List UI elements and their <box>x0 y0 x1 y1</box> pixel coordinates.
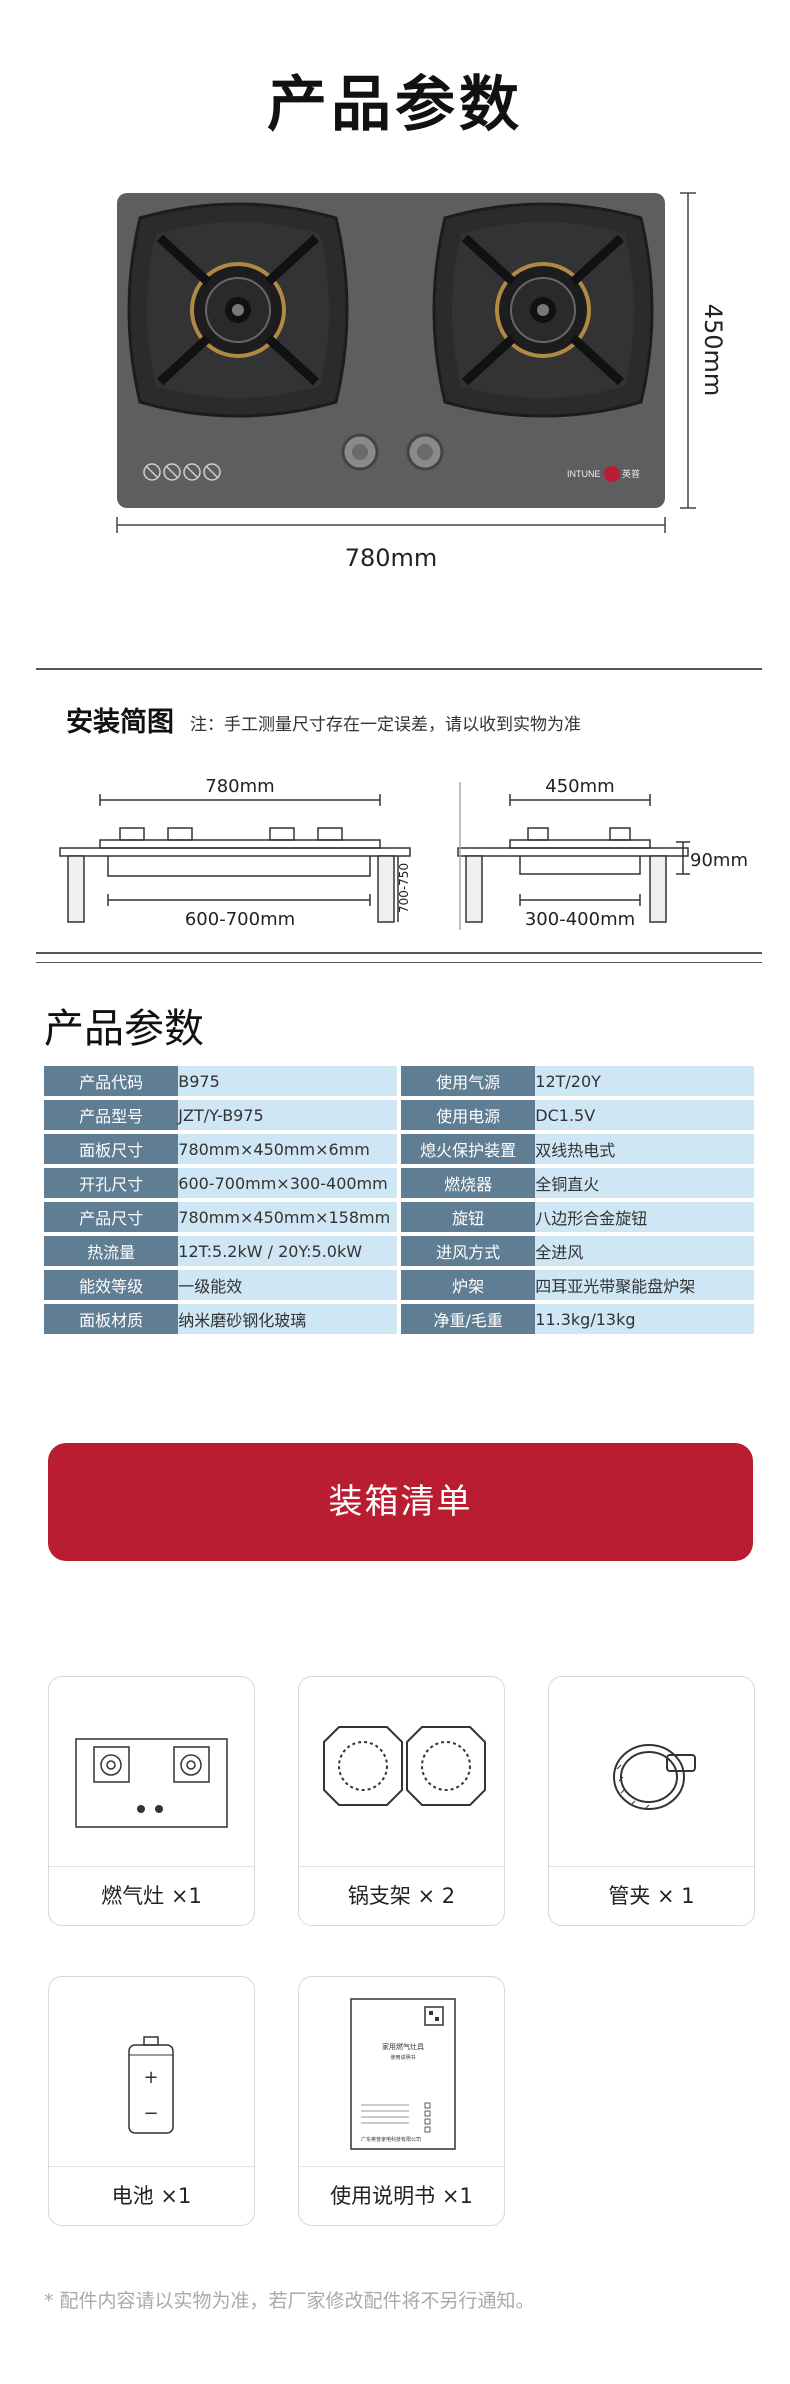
width-label: 780mm <box>345 544 438 572</box>
spec-label: 产品尺寸 <box>44 1202 179 1232</box>
spec-value: 12T/20Y <box>535 1066 754 1096</box>
stove-icon <box>75 1738 228 1828</box>
left-knob-icon <box>341 433 379 471</box>
spec-value: 780mm×450mm×158mm <box>178 1202 397 1232</box>
side-cutout-label: 300-400mm <box>525 909 635 930</box>
spec-label: 熄火保护装置 <box>401 1134 536 1164</box>
packing-item-label: 电池 ×1 <box>49 2166 254 2225</box>
spec-label: 使用电源 <box>401 1100 536 1130</box>
spec-label: 进风方式 <box>401 1236 536 1266</box>
front-cutout-label: 600-700mm <box>185 909 295 930</box>
spec-label: 面板尺寸 <box>44 1134 179 1164</box>
divider <box>36 668 762 670</box>
spec-value: 全铜直火 <box>535 1168 754 1198</box>
brand-logo: INTUNE <box>567 469 601 479</box>
spec-label: 使用气源 <box>401 1066 536 1096</box>
right-knob-icon <box>406 433 444 471</box>
stove-top-view: INTUNE 英普 780mm 450mm <box>116 192 727 572</box>
manual-icon: 家用燃气灶具 使用说明书 广东英普家电科技有限公司 <box>350 1998 456 2150</box>
spec-value: 全进风 <box>535 1236 754 1266</box>
spec-value: 八边形合金旋钮 <box>535 1202 754 1232</box>
packing-item-manual: 家用燃气灶具 使用说明书 广东英普家电科技有限公司 使用说明书 ×1 <box>298 1976 505 2226</box>
svg-text:英普: 英普 <box>622 468 640 479</box>
spec-value: 一级能效 <box>178 1270 397 1300</box>
spec-label: 炉架 <box>401 1270 536 1300</box>
spec-value: 四耳亚光带聚能盘炉架 <box>535 1270 754 1300</box>
svg-text:−: − <box>143 2103 158 2124</box>
battery-icon: + − <box>128 2036 174 2134</box>
brand-mark-icon <box>604 466 620 482</box>
side-height-label: 90mm <box>690 850 748 871</box>
packing-item-pan-support: 锅支架 × 2 <box>298 1676 505 1926</box>
hose-clamp-icon <box>613 1744 696 1810</box>
spec-label: 旋钮 <box>401 1202 536 1232</box>
divider <box>36 952 762 954</box>
footer-note: * 配件内容请以实物为准，若厂家修改配件将不另行通知。 <box>44 2290 535 2312</box>
packing-item-label: 锅支架 × 2 <box>299 1866 504 1925</box>
spec-label: 面板材质 <box>44 1304 179 1334</box>
packing-item-hose-clamp: 管夹 × 1 <box>548 1676 755 1926</box>
install-note: 注：手工测量尺寸存在一定误差，请以收到实物为准 <box>190 715 581 735</box>
width-dimension-line <box>116 517 666 533</box>
spec-value: 12T:5.2kW / 20Y:5.0kW <box>178 1236 397 1266</box>
spec-value: 纳米磨砂钢化玻璃 <box>178 1304 397 1334</box>
install-diagram: 780mm 600-700mm 700-750 450mm 300-400mm … <box>59 776 748 930</box>
spec-value: 11.3kg/13kg <box>535 1304 754 1334</box>
divider <box>36 962 762 963</box>
spec-label: 产品型号 <box>44 1100 179 1130</box>
packing-item-stove: 燃气灶 ×1 <box>48 1676 255 1926</box>
spec-row: 能效等级一级能效炉架四耳亚光带聚能盘炉架 <box>44 1270 754 1300</box>
svg-text:家用燃气灶具: 家用燃气灶具 <box>382 2042 424 2051</box>
height-label: 450mm <box>699 304 727 397</box>
svg-text:+: + <box>143 2067 158 2088</box>
svg-text:使用说明书: 使用说明书 <box>390 2054 415 2061</box>
side-width-label: 450mm <box>545 776 614 797</box>
spec-label: 燃烧器 <box>401 1168 536 1198</box>
packing-item-label: 使用说明书 ×1 <box>299 2166 504 2225</box>
svg-text:广东英普家电科技有限公司: 广东英普家电科技有限公司 <box>361 2136 421 2143</box>
page-title: 产品参数 <box>267 70 523 140</box>
warning-icons <box>143 463 221 481</box>
spec-label: 能效等级 <box>44 1270 179 1300</box>
spec-label: 产品代码 <box>44 1066 179 1096</box>
packing-item-label: 管夹 × 1 <box>549 1866 754 1925</box>
packing-banner: 装箱清单 <box>48 1443 753 1561</box>
height-dimension-line <box>680 192 696 509</box>
params-title: 产品参数 <box>44 1006 204 1052</box>
spec-label: 热流量 <box>44 1236 179 1266</box>
spec-value: DC1.5V <box>535 1100 754 1130</box>
spec-value: B975 <box>178 1066 397 1096</box>
spec-value: 780mm×450mm×6mm <box>178 1134 397 1164</box>
spec-value: JZT/Y-B975 <box>178 1100 397 1130</box>
front-depth-label: 700-750 <box>397 863 411 913</box>
spec-value: 600-700mm×300-400mm <box>178 1168 397 1198</box>
left-burner <box>127 202 349 418</box>
pan-support-icon <box>323 1726 486 1806</box>
install-title: 安装简图 <box>66 707 174 738</box>
spec-label: 开孔尺寸 <box>44 1168 179 1198</box>
spec-value: 双线热电式 <box>535 1134 754 1164</box>
spec-label: 净重/毛重 <box>401 1304 536 1334</box>
packing-item-battery: + − 电池 ×1 <box>48 1976 255 2226</box>
right-burner <box>432 202 654 418</box>
packing-item-label: 燃气灶 ×1 <box>49 1866 254 1925</box>
front-width-label: 780mm <box>205 776 274 797</box>
